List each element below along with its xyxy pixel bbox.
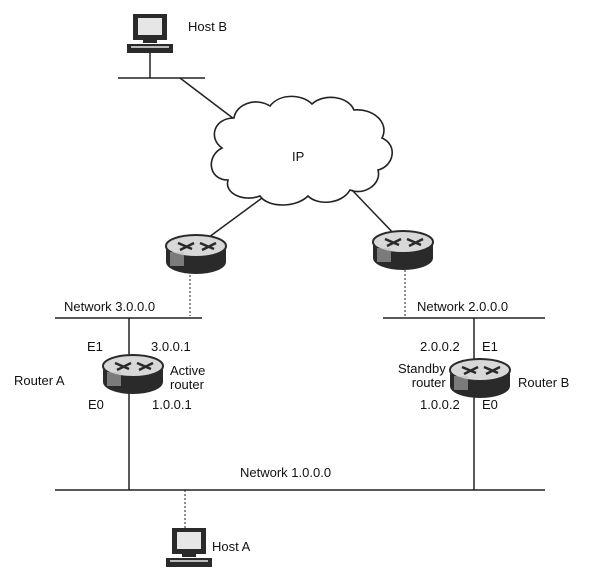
left-upper-router-icon bbox=[164, 233, 228, 276]
router-b-e1-label: E1 bbox=[482, 339, 498, 354]
cloud-to-right-router-link bbox=[351, 189, 399, 239]
host-b-to-cloud-link bbox=[179, 77, 239, 123]
ip-cloud-label: IP bbox=[292, 149, 305, 164]
router-b-e0-ip: 1.0.0.2 bbox=[420, 397, 460, 412]
router-a-e0-label: E0 bbox=[88, 397, 104, 412]
right-upper-router-icon bbox=[371, 229, 435, 272]
host-a-label: Host A bbox=[212, 539, 251, 554]
network-3-label: Network 3.0.0.0 bbox=[64, 299, 156, 314]
router-b-e0-label: E0 bbox=[482, 397, 498, 412]
router-b-role: Standby router bbox=[398, 361, 446, 390]
network-1-label: Network 1.0.0.0 bbox=[240, 465, 332, 480]
router-a-role: Active router bbox=[170, 363, 206, 392]
network-2-label: Network 2.0.0.0 bbox=[417, 299, 509, 314]
host-b-label: Host B bbox=[188, 19, 228, 34]
router-a-e0-ip: 1.0.0.1 bbox=[152, 397, 192, 412]
host-a-computer-icon bbox=[166, 528, 212, 567]
router-b-icon bbox=[448, 357, 512, 400]
router-b-e1-ip: 2.0.0.2 bbox=[420, 339, 460, 354]
router-a-e1-label: E1 bbox=[87, 339, 103, 354]
ip-cloud-icon bbox=[210, 95, 393, 206]
cloud-to-left-router-link bbox=[204, 197, 263, 241]
router-b-name: Router B bbox=[518, 375, 570, 390]
router-a-e1-ip: 3.0.0.1 bbox=[151, 339, 191, 354]
router-a-icon bbox=[101, 353, 165, 396]
host-b-computer-icon bbox=[127, 14, 173, 53]
router-a-name: Router A bbox=[14, 373, 65, 388]
